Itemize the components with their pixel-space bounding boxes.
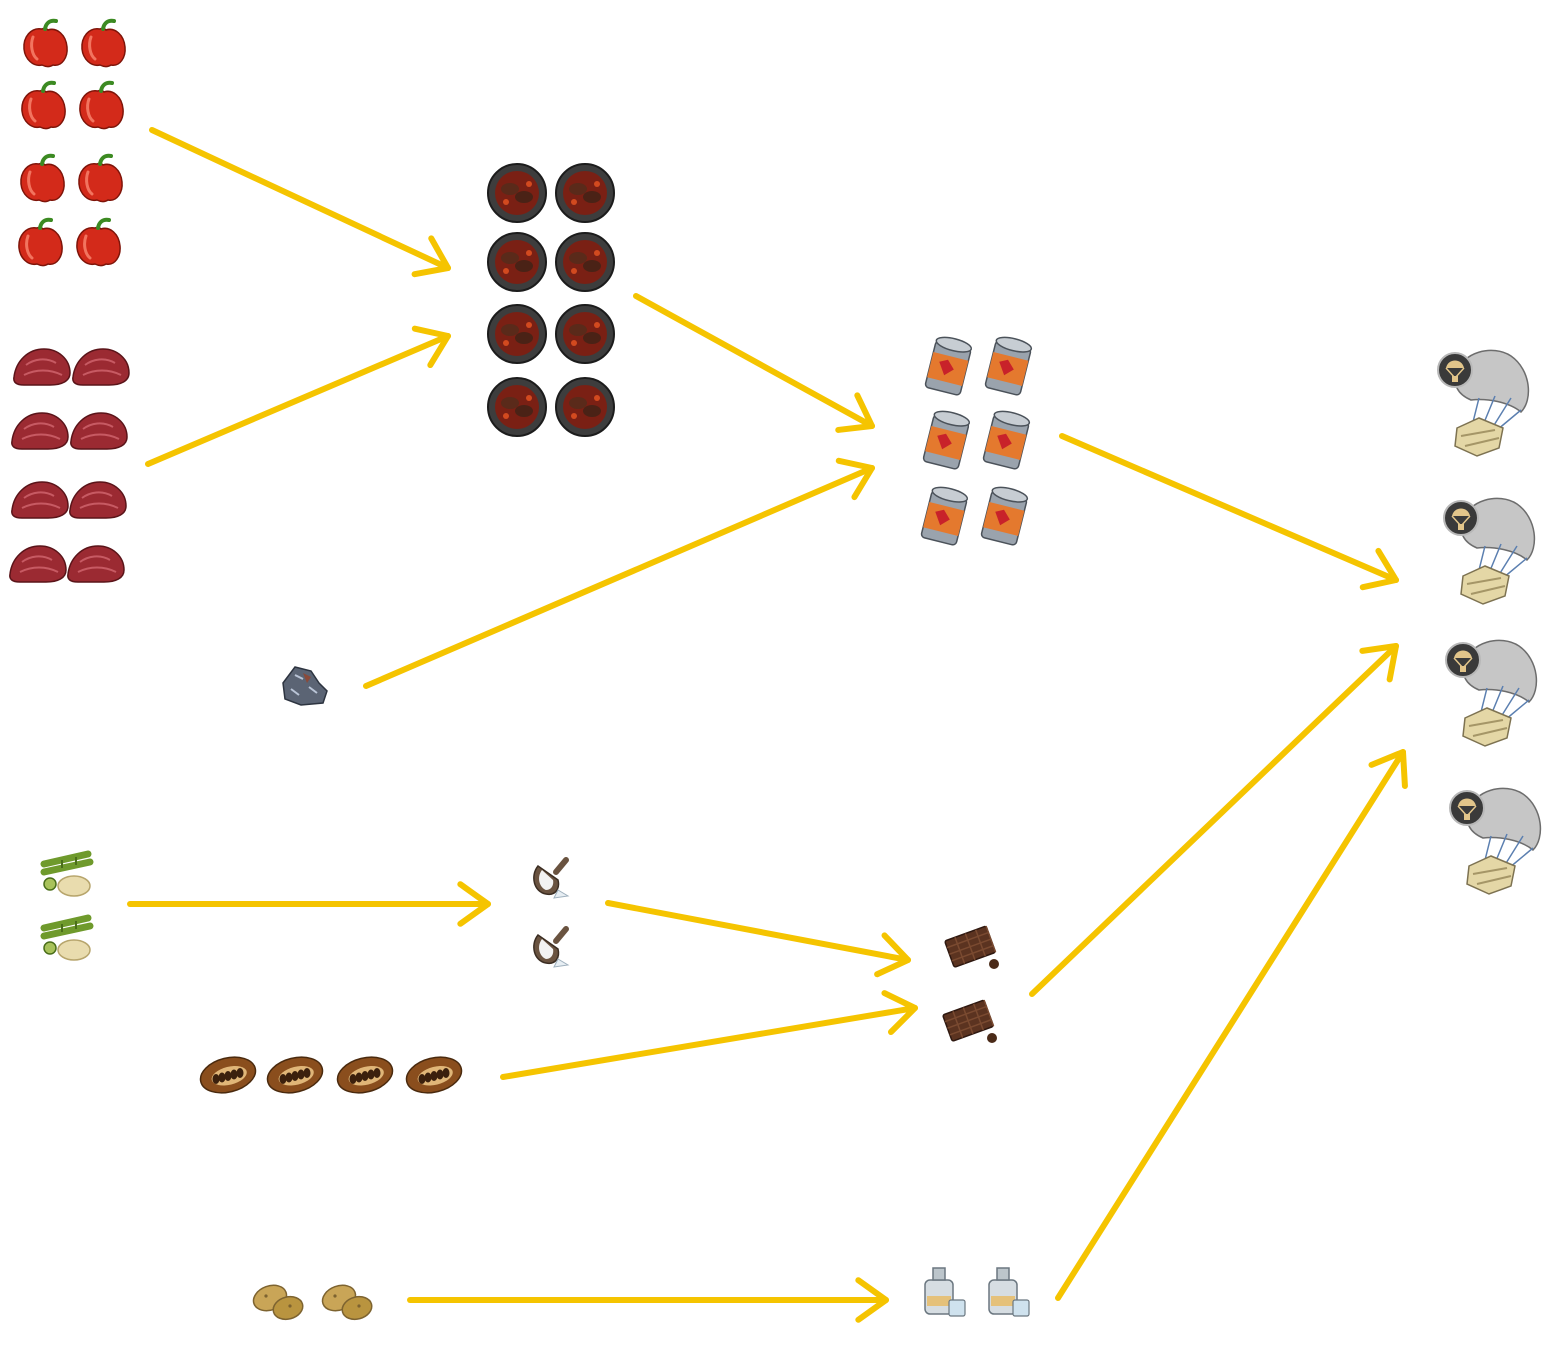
arrow-meat-to-stew <box>145 325 451 467</box>
bell-pepper-icon <box>78 153 123 203</box>
raw-meat-icon <box>69 481 127 519</box>
arrowhead <box>1359 547 1399 591</box>
stew-bowl-icon <box>555 304 615 364</box>
supply-airdrop-icon <box>1443 497 1536 605</box>
stew-bowl-icon <box>487 304 547 364</box>
stew-bowl-icon <box>555 232 615 292</box>
node-cacao <box>199 1056 463 1094</box>
arrow-peppers-to-stew <box>149 127 451 278</box>
raw-meat-icon <box>9 545 67 583</box>
arrow-vodka-to-airdrop <box>1055 749 1408 1301</box>
sugar-scoop-icon <box>533 926 570 968</box>
chocolate-bar-icon <box>944 925 999 969</box>
icon-layer <box>9 18 1542 1321</box>
raw-meat-icon <box>11 481 69 519</box>
cacao-pod-icon <box>336 1056 394 1094</box>
node-sugarcane <box>40 850 94 961</box>
arrowhead <box>457 881 491 927</box>
canned-food-icon <box>922 410 971 470</box>
arrow-layer <box>127 127 1408 1323</box>
arrow-sugarcane-to-sugar <box>127 881 491 927</box>
arrow-stew-to-cans <box>633 293 875 433</box>
stew-bowl-icon <box>487 163 547 223</box>
arrowhead <box>835 392 875 433</box>
canned-food-icon <box>924 336 973 396</box>
node-stew <box>487 163 615 437</box>
supply-airdrop-icon <box>1437 349 1530 457</box>
arrow-metal-to-cans <box>363 457 875 689</box>
vodka-bottle-icon <box>988 1267 1030 1317</box>
raw-meat-icon <box>13 348 71 386</box>
arrowhead <box>874 932 911 978</box>
arrowhead <box>835 457 875 501</box>
stew-bowl-icon <box>555 377 615 437</box>
node-airdrop <box>1437 349 1542 895</box>
canned-food-icon <box>984 336 1033 396</box>
metal-ore-icon <box>282 666 328 706</box>
bell-pepper-icon <box>20 153 65 203</box>
node-peppers <box>18 18 126 267</box>
cacao-pod-icon <box>405 1056 463 1094</box>
node-metal <box>282 666 328 706</box>
node-cans <box>920 336 1033 546</box>
arrowhead <box>881 990 918 1036</box>
raw-meat-icon <box>70 412 128 450</box>
canned-food-icon <box>982 410 1031 470</box>
arrowhead <box>1359 643 1399 683</box>
raw-meat-icon <box>11 412 69 450</box>
node-meat <box>9 348 130 583</box>
potato-icon <box>252 1284 304 1321</box>
arrowhead <box>411 235 451 278</box>
arrowhead <box>1368 749 1408 789</box>
cacao-pod-icon <box>199 1056 257 1094</box>
raw-meat-icon <box>72 348 130 386</box>
node-potatoes <box>252 1284 373 1321</box>
bell-pepper-icon <box>76 217 121 267</box>
supply-airdrop-icon <box>1449 787 1542 895</box>
bell-pepper-icon <box>23 18 68 68</box>
canned-food-icon <box>980 486 1029 546</box>
arrow-potatoes-to-vodka <box>407 1277 889 1323</box>
sugarcane-icon <box>40 914 94 961</box>
raw-meat-icon <box>67 545 125 583</box>
chocolate-bar-icon <box>942 999 997 1043</box>
bell-pepper-icon <box>18 217 63 267</box>
arrow-cacao-to-chocolate <box>500 990 918 1080</box>
bell-pepper-icon <box>79 80 124 130</box>
bell-pepper-icon <box>21 80 66 130</box>
supply-airdrop-icon <box>1445 639 1538 747</box>
cacao-pod-icon <box>266 1056 324 1094</box>
vodka-bottle-icon <box>924 1267 966 1317</box>
sugar-scoop-icon <box>533 857 570 899</box>
arrow-sugar-to-chocolate <box>605 900 911 978</box>
node-chocolate <box>942 925 999 1043</box>
bell-pepper-icon <box>81 18 126 68</box>
stew-bowl-icon <box>487 232 547 292</box>
arrowhead <box>855 1277 889 1323</box>
potato-icon <box>321 1284 373 1321</box>
arrow-chocolate-to-airdrop <box>1029 643 1399 997</box>
canned-food-icon <box>920 486 969 546</box>
stew-bowl-icon <box>487 377 547 437</box>
node-sugar <box>533 857 570 968</box>
sugarcane-icon <box>40 850 94 897</box>
node-vodka <box>924 1267 1030 1317</box>
arrow-cans-to-airdrop <box>1059 433 1399 591</box>
arrowhead <box>411 325 451 369</box>
stew-bowl-icon <box>555 163 615 223</box>
